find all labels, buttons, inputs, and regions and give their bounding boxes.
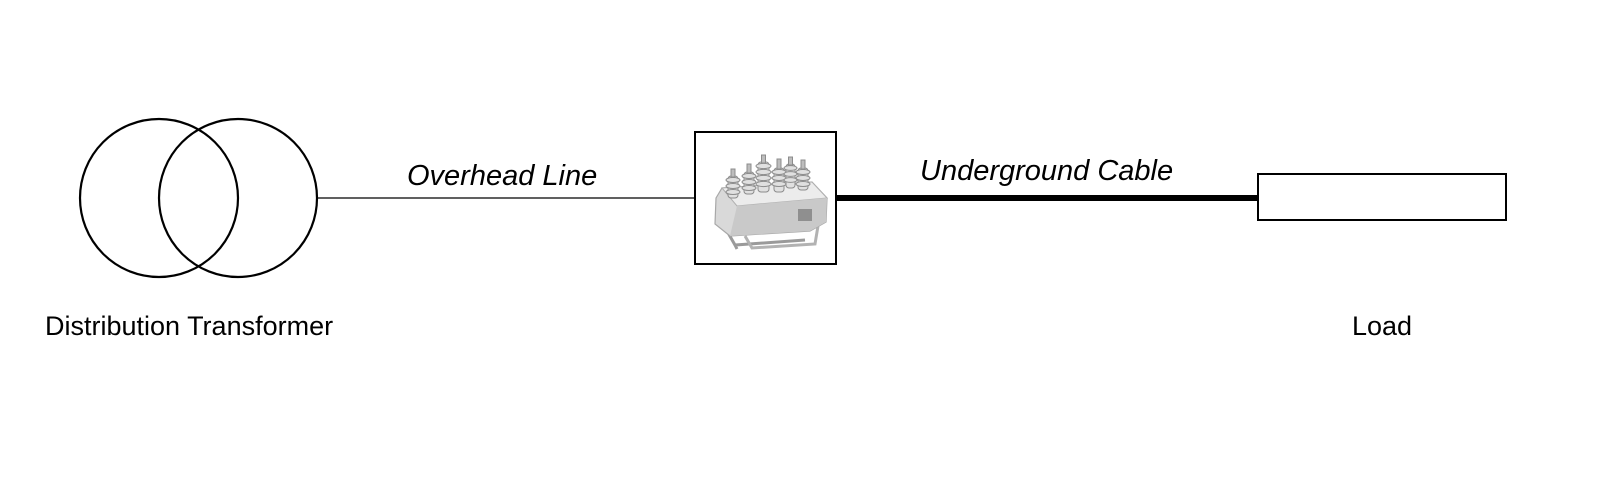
overhead-line-label: Overhead Line bbox=[407, 160, 598, 192]
transformer-label: Distribution Transformer bbox=[45, 311, 334, 341]
load-symbol bbox=[1257, 173, 1507, 221]
recloser-device bbox=[694, 131, 837, 265]
recloser-icon bbox=[714, 154, 829, 250]
transformer-symbol bbox=[78, 117, 319, 279]
transformer-primary-winding bbox=[78, 117, 240, 279]
load-label: Load bbox=[1352, 311, 1413, 341]
underground-cable-label: Underground Cable bbox=[920, 155, 1174, 187]
